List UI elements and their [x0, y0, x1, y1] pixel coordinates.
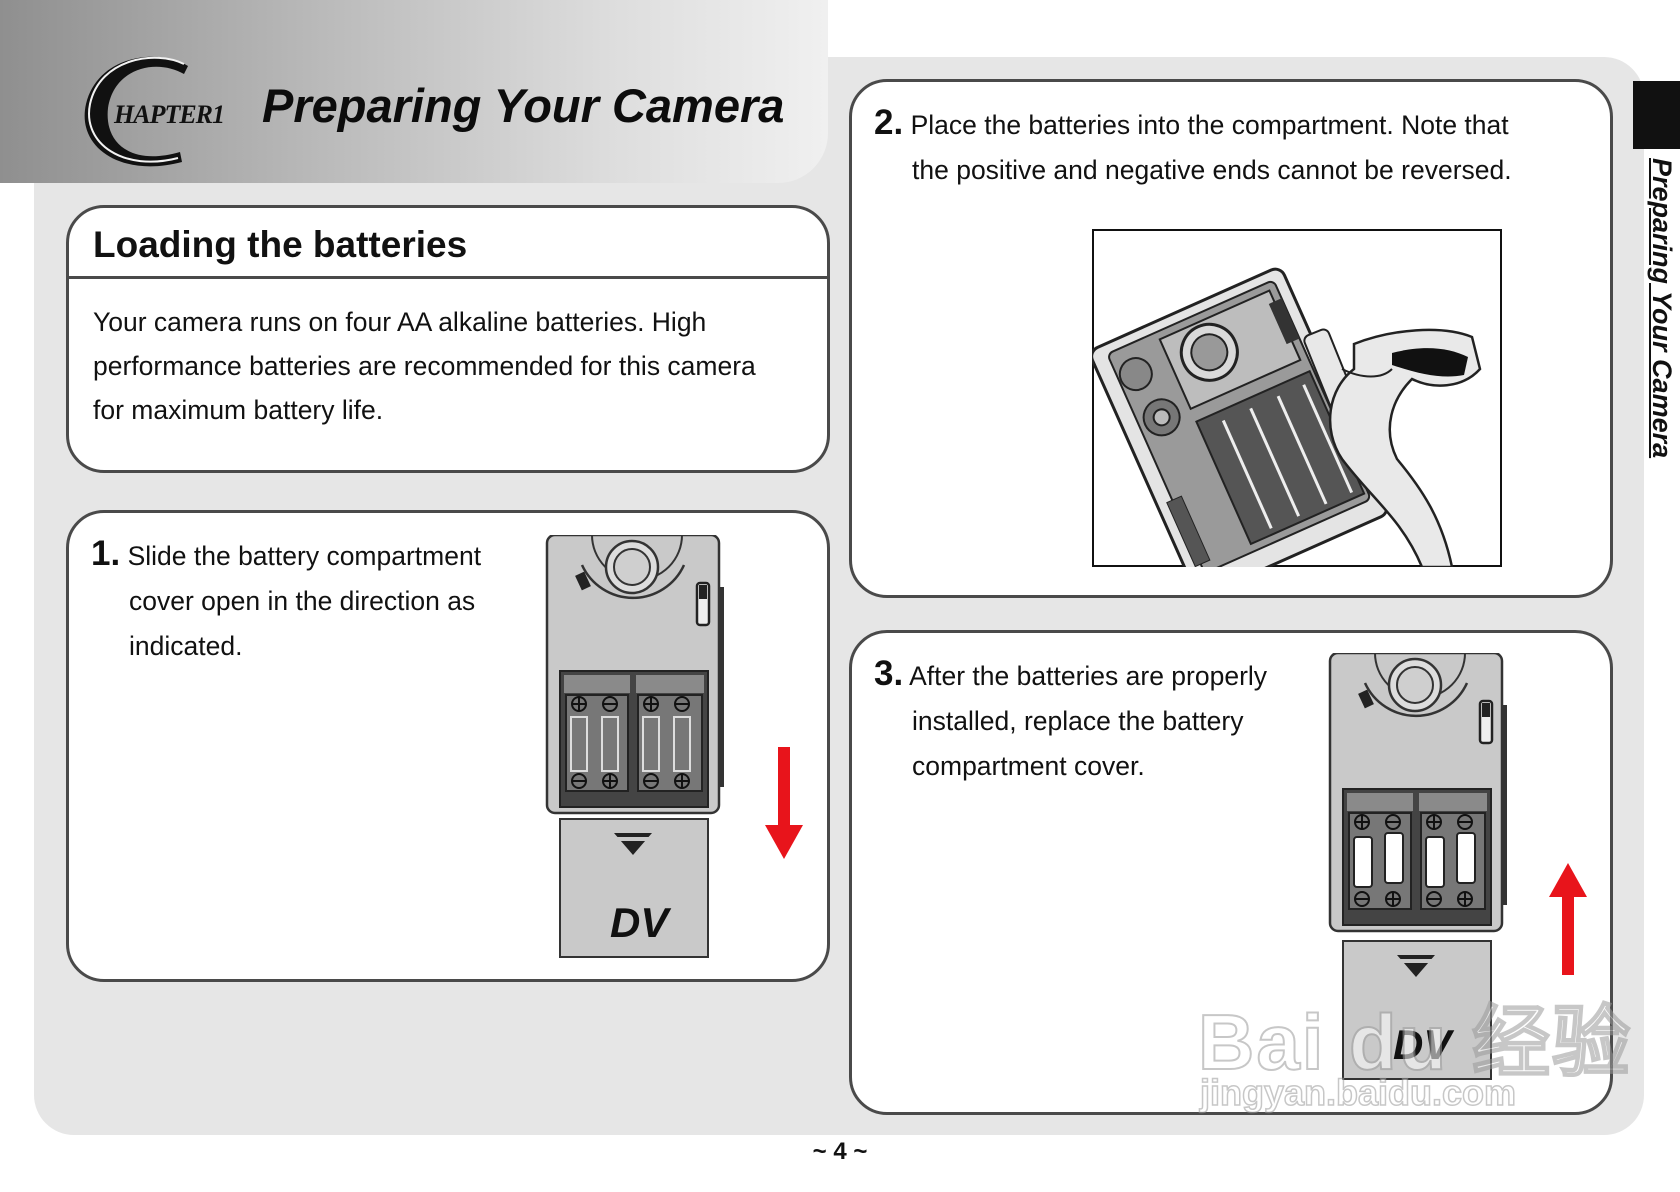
chapter-side-tab — [1633, 81, 1680, 149]
section-body: Your camera runs on four AA alkaline bat… — [93, 307, 756, 425]
chapter-logo: HAPTER1 — [70, 52, 260, 172]
step-number: 1. — [91, 534, 121, 573]
step-3-text: 3. After the batteries are properly inst… — [874, 654, 1268, 781]
watermark-main: Bai du 经验 — [1197, 997, 1633, 1087]
up-arrow — [1549, 863, 1587, 975]
step-2-text: 2. Place the batteries into the compartm… — [874, 103, 1512, 185]
side-chapter-label: Preparing Your Camera — [1647, 158, 1677, 459]
camera-close-cover-illustration: DV — [1328, 653, 1587, 1080]
step-3-box: 3. After the batteries are properly inst… — [849, 630, 1613, 1115]
step-1-box: 1. Slide the battery compartment cover o… — [66, 510, 830, 982]
camera-open-cover-illustration: DV — [545, 535, 803, 958]
cover-logo: DV — [610, 899, 671, 946]
loading-batteries-box: Loading the batteries Your camera runs o… — [66, 205, 830, 473]
chapter-title: Preparing Your Camera — [262, 79, 785, 132]
chapter-c-glyph — [84, 56, 188, 167]
section-title: Loading the batteries — [93, 224, 468, 265]
cover-logo: DV — [1393, 1021, 1454, 1068]
page-number: ~ 4 ~ — [812, 1138, 868, 1165]
baidu-watermark: Bai du 经验 jingyan.baidu.com — [1180, 940, 1631, 1120]
chapter-header: HAPTER1 Preparing Your Camera — [0, 0, 828, 183]
watermark-sub: jingyan.baidu.com — [1199, 1071, 1517, 1114]
section-divider — [69, 276, 827, 279]
down-arrow — [765, 747, 803, 859]
step-number: 3. — [874, 654, 904, 693]
step-number: 2. — [874, 103, 904, 142]
step-2-box: 2. Place the batteries into the compartm… — [849, 79, 1613, 598]
camera-insert-battery-illustration — [1092, 229, 1502, 567]
chapter-word: HAPTER1 — [114, 100, 225, 129]
step-1-text: 1. Slide the battery compartment cover o… — [91, 534, 482, 661]
